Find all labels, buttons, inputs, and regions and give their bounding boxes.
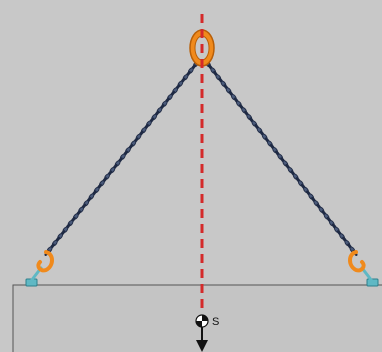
right-hook-and-lifting-point [348, 250, 379, 287]
right-lifting-point-base [366, 278, 379, 287]
right-chain-leg [205, 60, 358, 256]
center-of-gravity-symbol: S [195, 314, 219, 328]
right-hook [348, 250, 366, 273]
down-arrow-icon [196, 327, 208, 352]
left-hook [36, 250, 54, 273]
left-hook-and-lifting-point [25, 250, 54, 287]
center-of-gravity-label: S [212, 316, 219, 328]
left-chain-leg [44, 60, 199, 256]
